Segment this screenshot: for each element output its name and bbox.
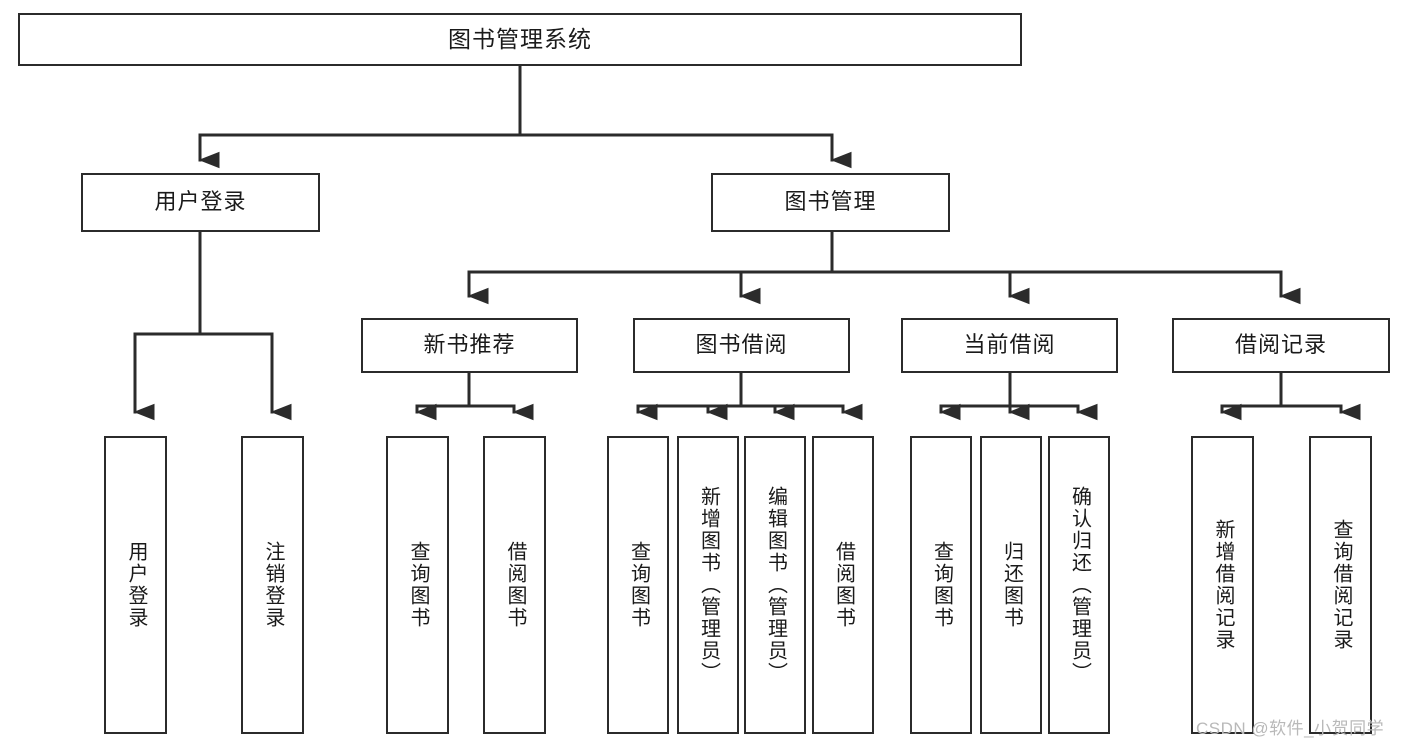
leaf-current-return-book[interactable]: 归还图书 — [980, 436, 1042, 734]
leaf-borrow-add-book-admin[interactable]: 新增图书（管理员） — [677, 436, 739, 734]
node-label: 借阅图书 — [504, 541, 526, 629]
leaf-user-login-signout[interactable]: 注销登录 — [241, 436, 304, 734]
node-label: 编辑图书（管理员） — [764, 486, 787, 684]
leaf-recommend-query-book[interactable]: 查询图书 — [386, 436, 449, 734]
node-label: 注销登录 — [262, 541, 284, 629]
node-label: 新增图书（管理员） — [697, 486, 720, 684]
node-label: 新书推荐 — [423, 332, 516, 358]
node-book-borrow[interactable]: 图书借阅 — [633, 318, 850, 373]
node-label: 用户登录 — [125, 541, 147, 629]
leaf-recommend-borrow-book[interactable]: 借阅图书 — [483, 436, 546, 734]
leaf-borrow-query-book[interactable]: 查询图书 — [607, 436, 669, 734]
node-current-borrow[interactable]: 当前借阅 — [901, 318, 1118, 373]
csdn-watermark: CSDN @软件_小贺同学 — [1196, 719, 1385, 738]
node-label: 查询图书 — [407, 541, 429, 629]
node-label: 确认归还（管理员） — [1068, 486, 1091, 684]
node-root-system[interactable]: 图书管理系统 — [18, 13, 1022, 66]
node-label: 图书管理 — [784, 189, 877, 215]
node-label: 查询图书 — [627, 541, 650, 629]
node-label: 借阅记录 — [1234, 332, 1327, 358]
leaf-current-query-book[interactable]: 查询图书 — [910, 436, 972, 734]
node-user-login[interactable]: 用户登录 — [81, 173, 320, 232]
node-label: 图书借阅 — [695, 332, 788, 358]
node-label: 查询借阅记录 — [1330, 519, 1352, 651]
node-label: 用户登录 — [154, 189, 247, 215]
leaf-record-add-record[interactable]: 新增借阅记录 — [1191, 436, 1254, 734]
node-label: 归还图书 — [1000, 541, 1023, 629]
node-label: 查询图书 — [930, 541, 953, 629]
leaf-borrow-borrow-book[interactable]: 借阅图书 — [812, 436, 874, 734]
node-label: 当前借阅 — [963, 332, 1056, 358]
node-label: 图书管理系统 — [448, 25, 592, 52]
leaf-current-confirm-return-admin[interactable]: 确认归还（管理员） — [1048, 436, 1110, 734]
node-book-management[interactable]: 图书管理 — [711, 173, 950, 232]
node-new-book-recommend[interactable]: 新书推荐 — [361, 318, 578, 373]
node-label: 新增借阅记录 — [1212, 519, 1234, 651]
node-label: 借阅图书 — [832, 541, 855, 629]
node-borrow-record[interactable]: 借阅记录 — [1172, 318, 1390, 373]
leaf-record-query-record[interactable]: 查询借阅记录 — [1309, 436, 1372, 734]
leaf-user-login-signin[interactable]: 用户登录 — [104, 436, 167, 734]
leaf-borrow-edit-book-admin[interactable]: 编辑图书（管理员） — [744, 436, 806, 734]
